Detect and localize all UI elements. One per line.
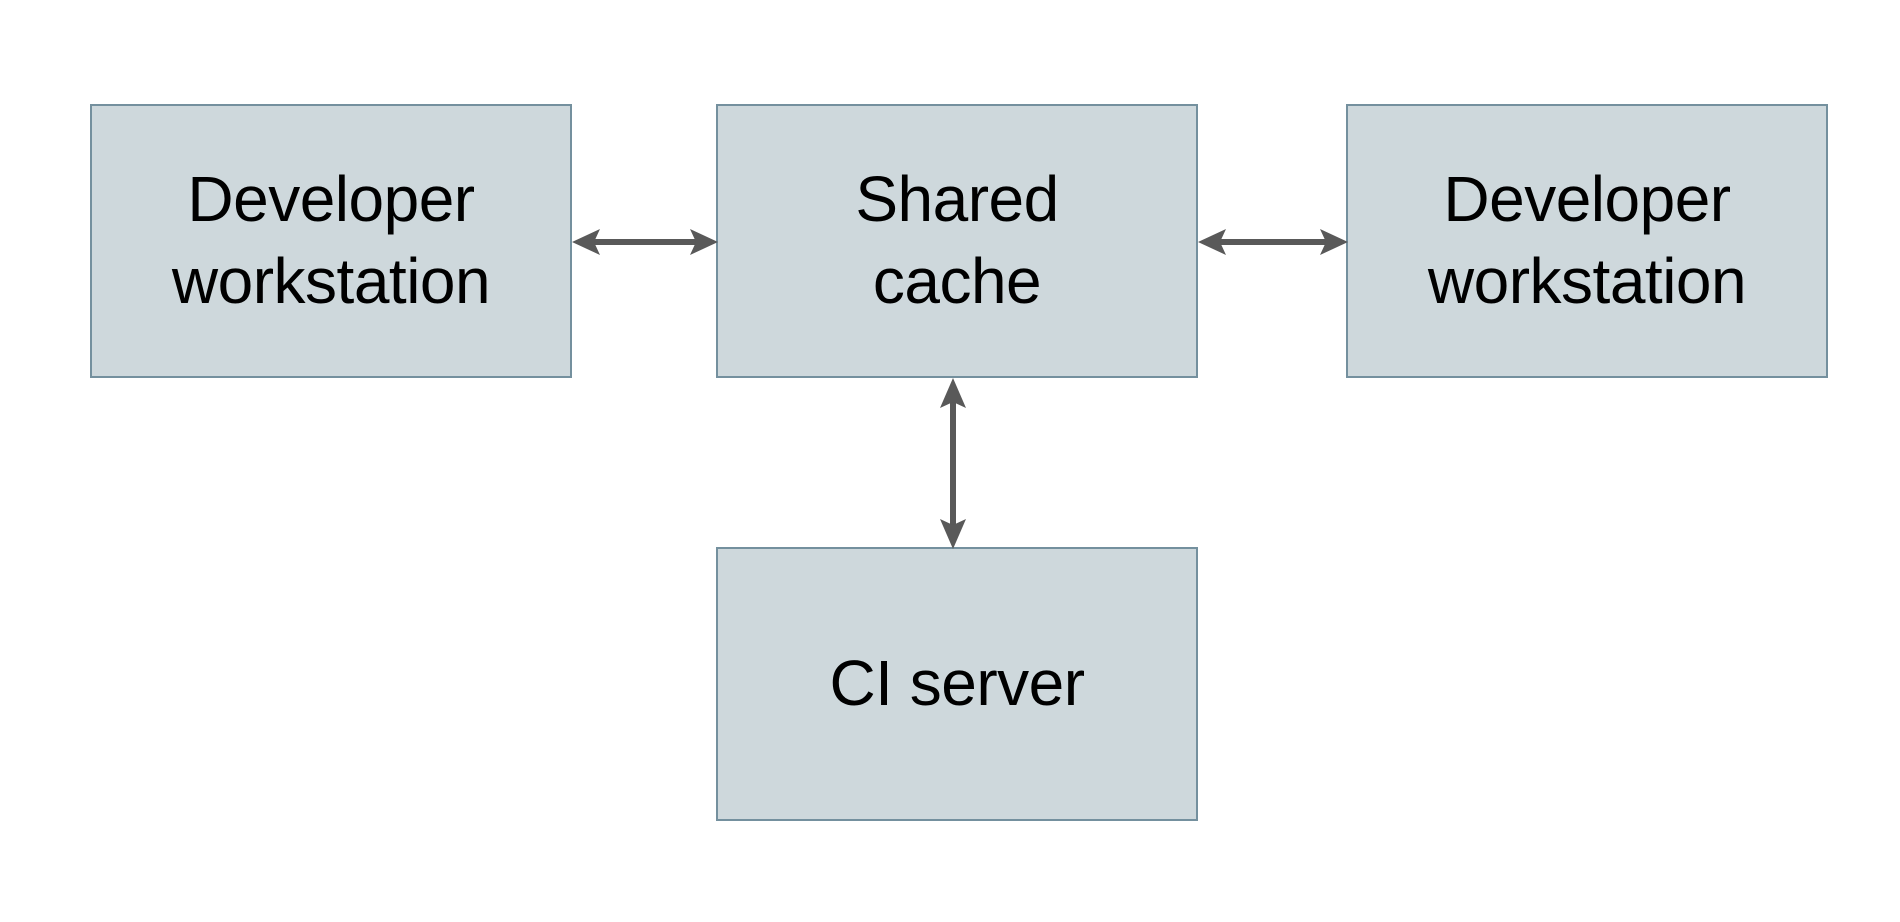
node-label: Developer workstation <box>171 163 491 317</box>
node-developer-workstation-left[interactable]: Developer workstation <box>90 104 572 378</box>
node-label: Developer workstation <box>1427 163 1747 317</box>
node-label: CI server <box>829 647 1085 720</box>
node-ci-server[interactable]: CI server <box>716 547 1198 821</box>
edge-shared-cache-to-developer-right <box>1198 218 1348 266</box>
node-label: Shared cache <box>855 163 1059 317</box>
double-arrow-horizontal-icon <box>572 229 718 255</box>
double-arrow-vertical-icon <box>940 378 966 549</box>
node-shared-cache[interactable]: Shared cache <box>716 104 1198 378</box>
node-developer-workstation-right[interactable]: Developer workstation <box>1346 104 1828 378</box>
edge-developer-left-to-shared-cache <box>572 218 718 266</box>
double-arrow-horizontal-icon <box>1198 229 1348 255</box>
edge-shared-cache-to-ci-server <box>929 378 977 549</box>
